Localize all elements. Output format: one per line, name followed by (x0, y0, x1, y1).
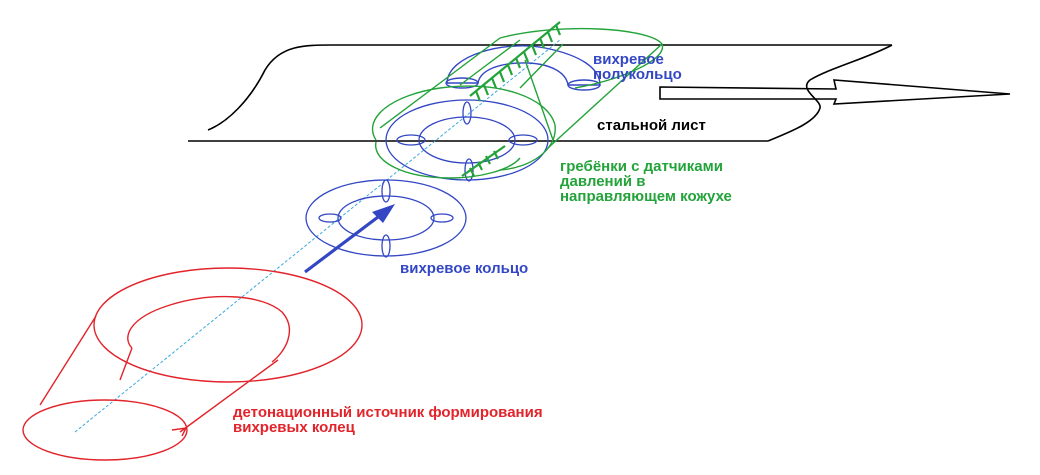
motion-arrow (659, 79, 1011, 105)
pressure-sensor-comb-lower (461, 145, 506, 177)
vortex-ring-node-top (381, 179, 391, 203)
label-steel-sheet: стальной лист (597, 117, 706, 134)
casing-inner-line-c (519, 43, 564, 89)
sheet-ring-outer (385, 99, 549, 181)
vortex-ring-figure (305, 179, 467, 258)
casing-top-line (379, 37, 501, 129)
pressure-sensor-comb-upper (469, 21, 562, 102)
sheet-ring-node-bottom (464, 158, 474, 182)
label-pressure-combs: гребёнки с датчиками давлений в направля… (560, 158, 732, 205)
casing-inner-line-a (459, 39, 521, 86)
source-near-ellipse (22, 399, 188, 461)
vortex-ring-motion-arrow (304, 204, 395, 274)
vortex-ring-at-sheet (385, 99, 549, 182)
label-vortex-ring: вихревое кольцо (400, 260, 528, 277)
half-ring-right-end (567, 79, 601, 91)
casing-lower-arc (375, 141, 521, 179)
flow-axis (74, 39, 561, 433)
source-near-notch (171, 427, 188, 437)
steel-sheet-right-edge (767, 44, 893, 142)
source-far-outer-ellipse (93, 267, 363, 383)
steel-sheet-left-edge (207, 44, 333, 131)
source-top-side-line (39, 315, 97, 406)
sheet-ring-inner (418, 116, 516, 164)
label-vortex-half-ring: вихревое полукольцо (593, 51, 682, 83)
vortex-ring-node-bottom (381, 234, 391, 258)
sheet-ring-node-left (396, 134, 426, 146)
sheet-ring-node-right (508, 134, 538, 146)
casing-inner-line-b (524, 59, 554, 141)
vortex-ring-node-right (430, 213, 454, 223)
vortex-ring-node-left (318, 213, 342, 223)
casing-near-end (371, 85, 556, 171)
detonation-source (22, 267, 363, 461)
steel-sheet (188, 44, 893, 142)
sheet-ring-node-top (462, 101, 472, 125)
half-ring-left-end (445, 77, 479, 89)
source-inner-line (119, 347, 133, 381)
source-far-inner-opening (127, 295, 291, 363)
vortex-ring-inner (337, 195, 435, 241)
guide-casing (371, 27, 664, 179)
casing-bottom-line (547, 43, 663, 149)
source-bottom-side-line (179, 359, 279, 433)
label-detonation-source: детонационный источник формирования вихр… (233, 404, 547, 436)
casing-far-end (499, 27, 664, 89)
